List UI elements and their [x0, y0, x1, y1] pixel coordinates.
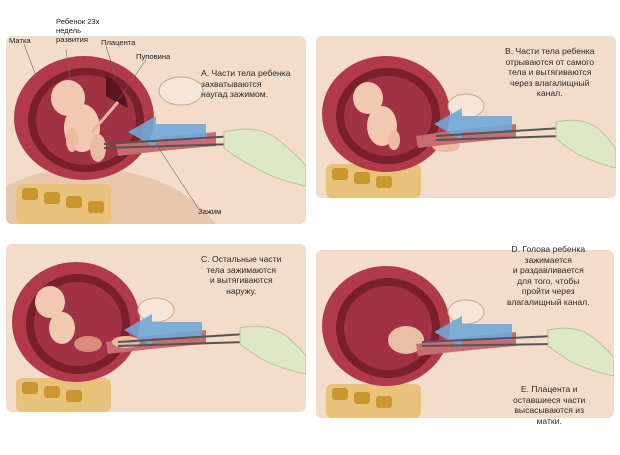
label-placenta: Плацента: [101, 38, 136, 47]
panel-c-illustration: [6, 244, 306, 412]
placenta: [106, 76, 128, 108]
gloved-hand: [547, 327, 614, 377]
clamp-instrument: [103, 135, 237, 145]
panel-a-illustration: [6, 36, 306, 224]
caption-d: D. Голова ребенка зажимается и раздавлив…: [507, 244, 590, 307]
panel-a-drawing: [6, 36, 306, 224]
label-uterus: Матка: [9, 36, 31, 45]
gloved-hand: [555, 119, 616, 169]
panel-d-illustration: [316, 250, 614, 418]
umbilical-cord: [90, 101, 120, 133]
clamp-instrument: [421, 335, 555, 343]
fetus: [51, 80, 106, 162]
caption-b: B. Части тела ребенка отрываются от само…: [505, 46, 595, 99]
panel-b-drawing: [316, 36, 616, 198]
caption-c: C. Остальные части тела зажимаются и выт…: [201, 254, 282, 296]
caption-a: A. Части тела ребенка захватываются науг…: [201, 68, 291, 100]
label-umbilical-cord: Пуповина: [136, 52, 171, 61]
label-clamp: Зажим: [198, 207, 222, 216]
clamp-instrument: [435, 127, 563, 137]
panel-d-drawing: [316, 250, 614, 418]
panel-b-illustration: [316, 36, 616, 198]
caption-e: E. Плацента и оставшиеся части высасываю…: [513, 384, 586, 426]
panel-c-drawing: [6, 244, 306, 412]
gloved-hand: [239, 325, 306, 375]
clamp-instrument: [117, 333, 247, 343]
gloved-hand: [223, 128, 306, 187]
label-fetus: Ребенок 23х недель развития: [56, 17, 100, 44]
spine: [16, 184, 111, 224]
